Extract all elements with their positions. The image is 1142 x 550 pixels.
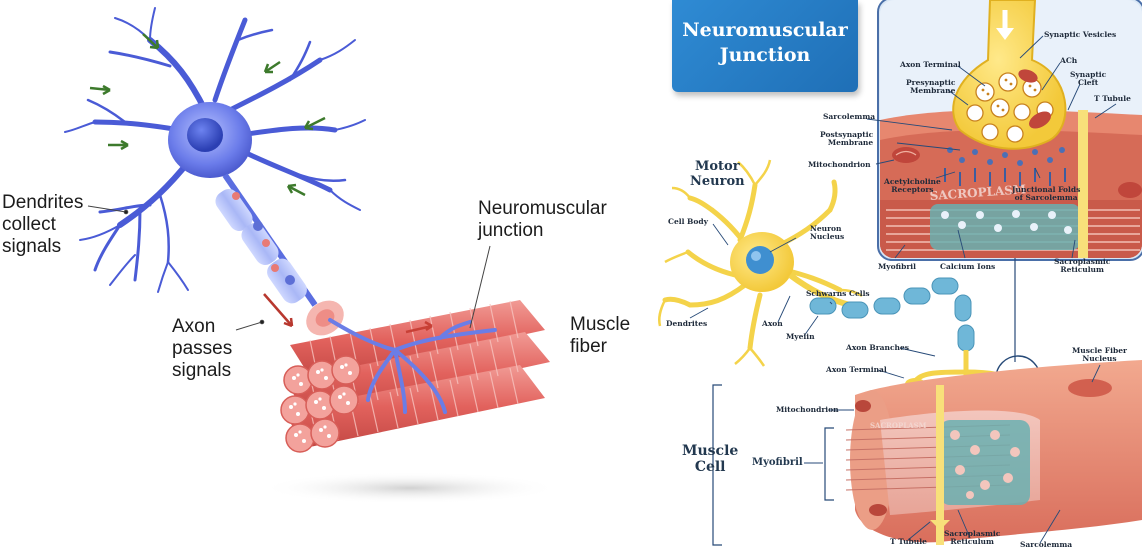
myofibril-main-label: Myofibril xyxy=(752,457,803,468)
label-presynaptic-membrane: Presynaptic Membrane xyxy=(906,78,956,96)
label-muscle-fiber-nucleus: Muscle Fiber Nucleus xyxy=(1072,346,1127,364)
right-illustration: SACROPLASM xyxy=(657,0,1142,546)
label-axon-terminal-inset: Axon Terminal xyxy=(900,60,961,69)
muscle-cell: SACROPLASM xyxy=(845,360,1142,545)
label-axon-branches: Axon Branches xyxy=(846,343,909,352)
axon-branches xyxy=(328,318,497,414)
motor-neuron-title: Motor Neuron xyxy=(690,159,745,189)
label-sarcolemma-muscle: Sarcolemma xyxy=(1020,540,1073,549)
label-axon-terminal-right: Axon Terminal xyxy=(826,365,887,374)
label-myelin: Myelin xyxy=(786,332,815,341)
label-mitochondrion-muscle: Mitochondrion xyxy=(776,405,839,414)
label-ach: ACh xyxy=(1060,56,1078,65)
label-sarcolemma-inset: Sarcolemma xyxy=(823,112,876,121)
label-sacroplasmic-reticulum-inset: Sacroplasmic Reticulum xyxy=(1054,257,1111,275)
right-leader-lines xyxy=(689,35,1117,544)
label-dendrites-right: Dendrites xyxy=(666,319,708,328)
dendrites xyxy=(64,7,366,293)
signal-arrows xyxy=(89,33,433,334)
label-neuron-nucleus: Neuron Nucleus xyxy=(810,224,845,242)
muscle-cell-title: Muscle Cell xyxy=(682,443,739,476)
muscle-cell-bracket xyxy=(712,384,834,546)
title-text: Neuromuscular Junction xyxy=(682,19,848,66)
inset-sacroplasm-text: SACROPLASM xyxy=(929,182,1026,203)
muscle-bundle xyxy=(280,300,550,453)
neuron-nucleus xyxy=(187,118,223,152)
label-muscle-fiber: Muscle fiber xyxy=(570,314,631,357)
label-acetylcholine-receptors: Acetylcholine Receptors xyxy=(884,177,941,195)
muscle-shadow xyxy=(260,472,560,504)
label-neuromuscular-junction: Neuromuscular junction xyxy=(478,198,607,241)
label-postsynaptic-membrane: Postsynaptic Membrane xyxy=(820,130,874,148)
label-mitochondrion-inset: Mitochondrion xyxy=(808,160,871,169)
left-illustration xyxy=(64,7,560,504)
label-myofibril-inset: Myofibril xyxy=(878,262,917,271)
label-axon: Axon passes signals xyxy=(172,316,233,381)
title-badge: Neuromuscular Junction xyxy=(672,0,858,92)
left-leader-lines xyxy=(87,205,491,331)
synapse-inset: SACROPLASM xyxy=(877,0,1142,261)
label-axon-right: Axon xyxy=(762,319,783,328)
label-dendrites: Dendrites collect signals xyxy=(2,192,84,257)
label-t-tubule-muscle: T Tubule xyxy=(890,537,927,546)
label-schwarns-cells: Schwarns Cells xyxy=(806,289,870,298)
label-sacroplasmic-reticulum-muscle: Sacroplasmic Reticulum xyxy=(944,529,1001,547)
label-synaptic-cleft: Synaptic Cleft xyxy=(1070,70,1107,88)
label-synaptic-vesicles: Synaptic Vesicles xyxy=(1044,30,1117,39)
label-cell-body: Cell Body xyxy=(668,217,708,226)
label-calcium-ions: Calcium Ions xyxy=(940,262,996,271)
axon xyxy=(215,173,344,336)
muscle-sacroplasm-text: SACROPLASM xyxy=(870,421,927,430)
label-junctional-folds: Junctional Folds of Sarcolemma xyxy=(1012,185,1081,203)
label-t-tubule-inset: T Tubule xyxy=(1094,94,1131,103)
